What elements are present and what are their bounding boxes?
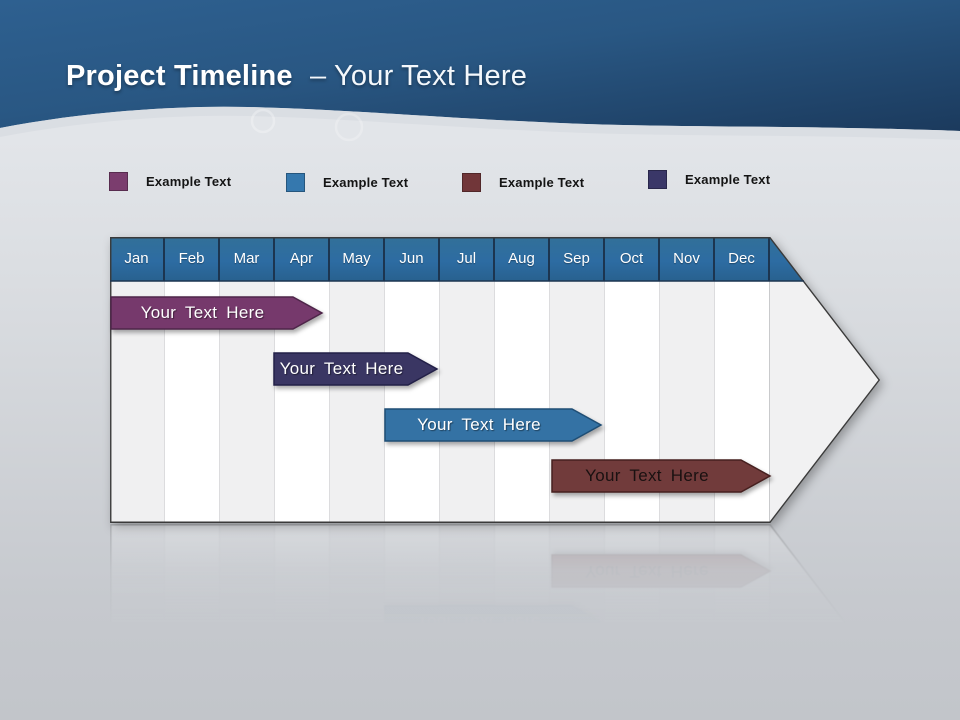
month-column <box>275 524 330 720</box>
bar-arrow-shape <box>110 296 324 330</box>
legend-label: Example Text <box>685 171 771 187</box>
month-column <box>330 524 385 720</box>
month-header-cell: Nov <box>660 237 715 281</box>
title-primary: Project Timeline <box>66 60 293 92</box>
bubble-ring-icon <box>250 108 276 134</box>
month-header-cell: Aug <box>495 237 550 281</box>
timeline-bar: Your Text Here <box>551 554 772 588</box>
page-title: Project Timeline – Your Text Here <box>66 60 527 93</box>
timeline-bar: Your Text Here <box>273 352 439 386</box>
bar-arrow-shape <box>273 661 439 695</box>
legend-item: Example Text <box>462 172 584 192</box>
header-band: Project Timeline – Your Text Here <box>0 0 960 150</box>
month-column <box>715 524 770 720</box>
bar-label: Your Text Here <box>140 303 265 322</box>
header-wave-graphic <box>0 0 960 142</box>
month-header-cell: Dec <box>715 237 770 281</box>
bar-arrow-shape <box>384 605 603 639</box>
legend-item: Example Text <box>648 169 770 189</box>
header-blue-wave <box>0 0 960 131</box>
arrow-outline <box>110 524 880 720</box>
bar-label: Your Text Here <box>279 669 404 688</box>
silver-wave-band <box>0 106 960 140</box>
month-column <box>605 524 660 720</box>
timeline-bar: Your Text Here <box>551 459 772 493</box>
legend-swatch-navy <box>648 169 667 189</box>
month-header-cell: Feb <box>165 237 220 281</box>
title-secondary: – Your Text Here <box>309 60 528 92</box>
month-header-cell: Apr <box>275 237 330 281</box>
bar-arrow-shape <box>273 352 439 386</box>
legend-swatch-blue <box>286 172 305 192</box>
bar-label: Your Text Here <box>585 562 709 581</box>
bar-label: Your Text Here <box>417 415 541 434</box>
month-header-cell: Mar <box>220 237 275 281</box>
month-columns <box>110 524 770 720</box>
timeline-bar: Your Text Here <box>273 661 439 695</box>
legend-swatch-maroon <box>462 172 481 192</box>
timeline-bar: Your Text Here <box>384 408 603 442</box>
month-header-cell: Jul <box>440 237 495 281</box>
month-column <box>440 524 495 720</box>
legend-item: Example Text <box>109 171 231 191</box>
legend-item: Example Text <box>286 172 408 192</box>
bar-label: Your Text Here <box>585 466 709 485</box>
month-header-cell: Jun <box>385 237 440 281</box>
month-column <box>495 524 550 720</box>
bar-arrow-shape <box>384 408 603 442</box>
month-column <box>660 524 715 720</box>
legend-label: Example Text <box>499 174 585 190</box>
legend-label: Example Text <box>323 174 409 190</box>
legend-swatch-purple <box>109 171 128 191</box>
month-column <box>165 524 220 720</box>
bar-arrow-shape <box>551 459 772 493</box>
bar-label: Your Text Here <box>417 613 541 632</box>
timeline-bar: Your Text Here <box>384 605 603 639</box>
month-column <box>550 524 605 720</box>
bubble-ring-icon <box>334 112 364 142</box>
bar-arrow-shape <box>551 554 772 588</box>
month-header-cell: May <box>330 237 385 281</box>
month-column <box>385 524 440 720</box>
month-header-cell: Oct <box>605 237 660 281</box>
bar-label: Your Text Here <box>279 359 404 378</box>
month-header-cell: Sep <box>550 237 605 281</box>
month-column <box>110 524 165 720</box>
month-column <box>220 524 275 720</box>
timeline-bar: Your Text Here <box>110 296 324 330</box>
legend-label: Example Text <box>146 173 232 189</box>
month-header-cell: Jan <box>110 237 165 281</box>
